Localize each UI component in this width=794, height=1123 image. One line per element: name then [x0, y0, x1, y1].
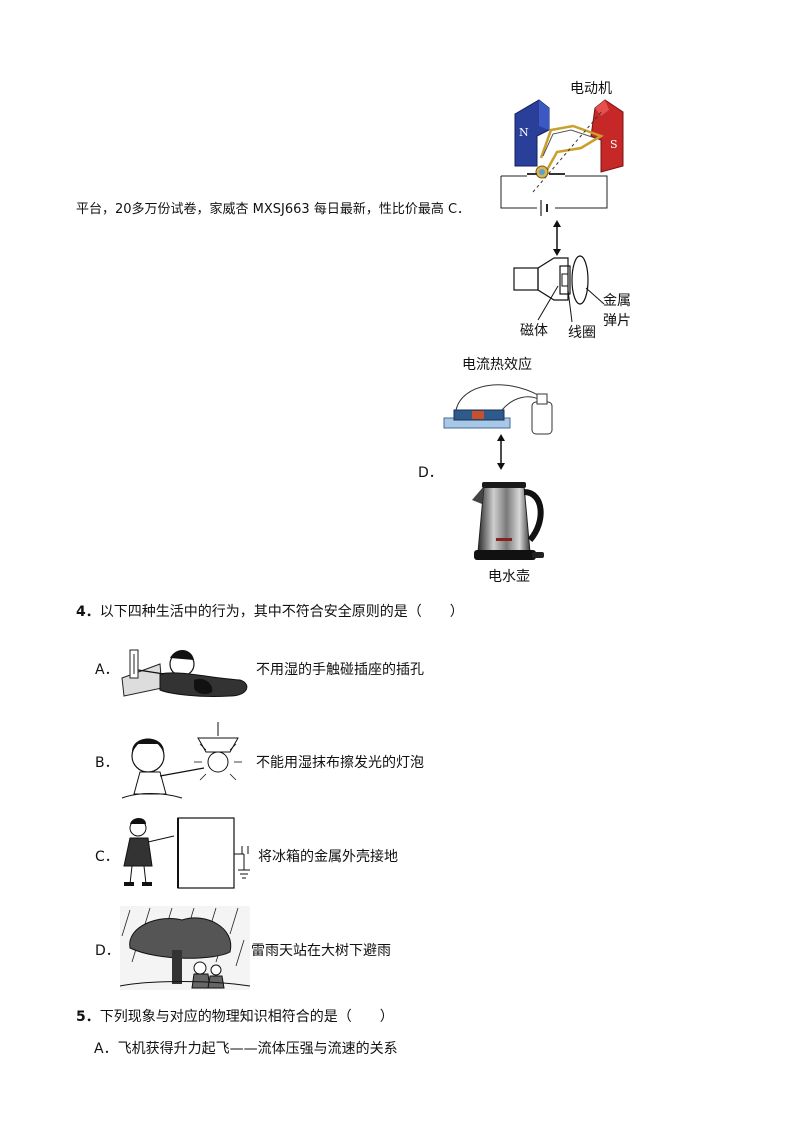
- label-metal-2: 弹片: [603, 313, 631, 329]
- q4-option-d-letter: D．: [95, 943, 120, 959]
- q4-option-d-text: 雷雨天站在大树下避雨: [251, 943, 391, 959]
- question-4-text: 以下四种生活中的行为，其中不符合安全原则的是（ ）: [99, 604, 464, 620]
- double-arrow-icon: [553, 220, 561, 256]
- lightbulb-child-image: [121, 722, 242, 799]
- magnet-s-text: S: [610, 138, 618, 151]
- q4-option-a-letter: A．: [95, 662, 119, 678]
- heat-effect-label: 电流热效应: [462, 357, 532, 373]
- magnet-n-text: N: [519, 126, 529, 139]
- q4-option-c-text: 将冰箱的金属外壳接地: [258, 849, 398, 865]
- q5-option-a: A．飞机获得升力起飞——流体压强与流速的关系: [94, 1041, 398, 1057]
- kettle-label: 电水壶: [488, 569, 530, 585]
- label-magnet: 磁体: [520, 323, 548, 339]
- question-4-number: 4．: [76, 604, 100, 620]
- label-coil: 线圈: [568, 325, 596, 341]
- heat-effect-diagram: [443, 384, 553, 435]
- question-4-stem: 4．以下四种生活中的行为，其中不符合安全原则的是（ ）: [76, 605, 464, 619]
- question-5-number: 5．: [76, 1009, 100, 1025]
- label-metal-1: 金属: [603, 293, 631, 309]
- q4-option-b-letter: B．: [95, 755, 119, 771]
- q4-option-c-letter: C．: [95, 849, 119, 865]
- double-arrow-icon-2: [497, 434, 505, 470]
- option-d-letter: D．: [418, 465, 443, 481]
- speaker-diagram: [513, 255, 605, 323]
- q4-option-b-text: 不能用湿抹布擦发光的灯泡: [256, 755, 424, 771]
- socket-child-image: [121, 649, 248, 698]
- motor-diagram: N S: [500, 99, 624, 216]
- question-5-text: 下列现象与对应的物理知识相符合的是（ ）: [99, 1009, 394, 1025]
- question-5-stem: 5．下列现象与对应的物理知识相符合的是（ ）: [76, 1010, 394, 1024]
- option-c-text: 平台，20多万份试卷，家威杏 MXSJ663 每日最新，性比价最高 C．: [76, 202, 471, 217]
- fridge-child-image: [123, 817, 250, 889]
- q4-option-a-text: 不用湿的手触碰插座的插孔: [256, 662, 424, 678]
- kettle-image: [472, 482, 544, 560]
- storm-tree-image: [119, 906, 251, 990]
- motor-label: 电动机: [570, 81, 612, 97]
